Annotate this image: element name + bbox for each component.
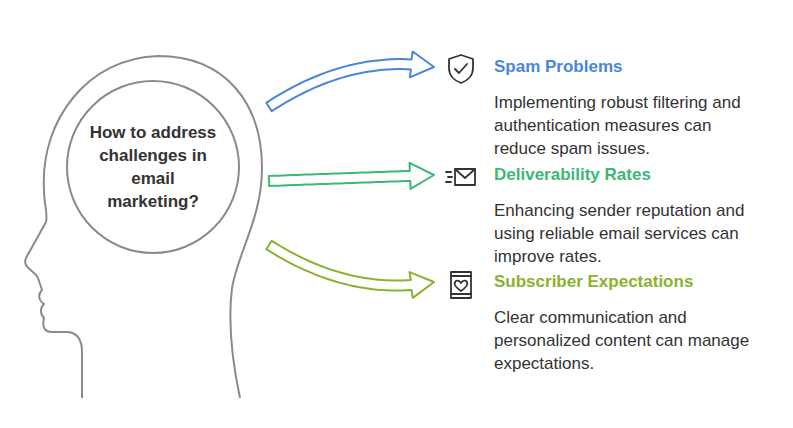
heart-symbol [455,281,468,291]
book-outline [451,272,471,298]
circle-shape [67,81,239,253]
shield-icon [444,52,478,86]
item-heading: Deliverability Rates [494,162,762,188]
challenge-item: Spam ProblemsImplementing robust filteri… [438,52,783,164]
item-text-column: Subscriber ExpectationsClear communicati… [494,269,762,375]
question-circle: How to address challenges in email marke… [65,79,241,255]
envelope-flap [455,169,475,178]
envelope-outline [455,169,475,185]
item-heading: Spam Problems [494,54,762,80]
item-description: Enhancing sender reputation and using re… [494,199,762,268]
shield-outline [449,55,473,83]
block-arrow [266,241,434,298]
head-silhouette [25,56,262,398]
challenge-item: Deliverability RatesEnhancing sender rep… [438,160,783,272]
mail-icon [444,160,478,194]
item-text-column: Deliverability RatesEnhancing sender rep… [494,162,762,268]
block-arrow [269,163,434,189]
challenge-item: Subscriber ExpectationsClear communicati… [438,267,783,379]
question-text: How to address challenges in email marke… [87,121,219,213]
speed-lines [446,172,452,182]
item-description: Clear communication and personalized con… [494,306,762,375]
block-arrow [266,52,434,112]
check-mark [455,64,467,73]
book-lines [451,276,471,294]
item-description: Implementing robust filtering and authen… [494,91,762,160]
circle-outline [65,79,241,255]
book-icon [444,267,478,301]
item-heading: Subscriber Expectations [494,269,762,295]
item-text-column: Spam ProblemsImplementing robust filteri… [494,54,762,160]
